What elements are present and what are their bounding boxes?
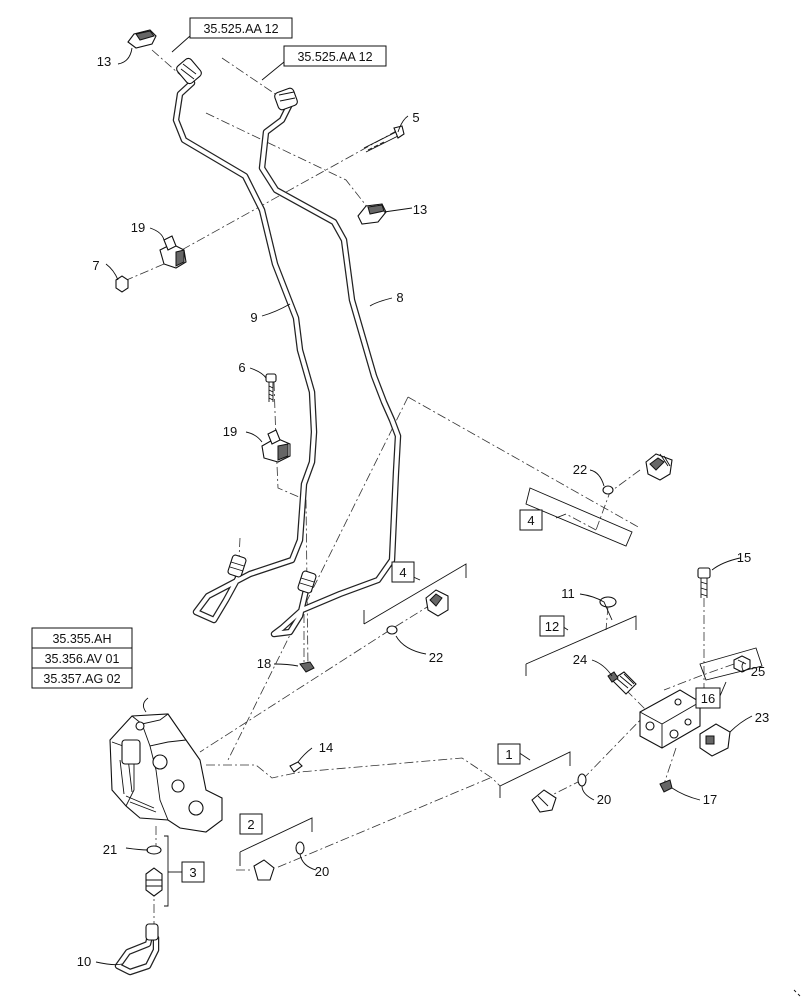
ref-text-top-1[interactable]: 35.525.AA 12 — [203, 22, 278, 36]
connector-22-upper — [602, 453, 673, 495]
kit-outline-16 — [699, 647, 763, 681]
fitting-3 — [145, 867, 163, 897]
callout-1: 1 — [505, 747, 512, 762]
callout-25: 25 — [751, 664, 765, 679]
control-valve — [109, 697, 223, 833]
kit-outline-12 — [525, 615, 637, 676]
callout-22-upper: 22 — [573, 462, 587, 477]
kit-outline-4-lower — [363, 563, 467, 625]
kit-box-12: 12 — [539, 615, 565, 637]
callout-numbers: 13 13 5 19 7 9 8 6 19 22 22 18 15 11 24 … — [77, 54, 769, 969]
connector-22-lower — [386, 589, 449, 635]
ref-text-valve-3[interactable]: 35.357.AG 02 — [43, 672, 120, 686]
switch-23 — [699, 723, 731, 757]
callout-18: 18 — [257, 656, 271, 671]
tube-10 — [114, 923, 160, 976]
bolt-6 — [265, 373, 277, 402]
clip-17 — [659, 779, 673, 793]
cap-13-right — [357, 203, 387, 225]
kit-box-1: 1 — [497, 743, 521, 765]
tube-9 — [172, 79, 318, 624]
callout-22-lower: 22 — [429, 650, 443, 665]
callout-3: 3 — [189, 865, 196, 880]
callout-19-upper: 19 — [131, 220, 145, 235]
ref-text-valve-1[interactable]: 35.355.AH — [52, 632, 111, 646]
callout-6: 6 — [238, 360, 245, 375]
kit-outline-2 — [239, 817, 313, 866]
kit-outline-1 — [499, 751, 571, 798]
relief-valve-24 — [607, 671, 637, 695]
callout-23: 23 — [755, 710, 769, 725]
plug-25 — [733, 655, 751, 673]
elbow-fitting-1 — [531, 773, 587, 813]
ref-text-valve-2[interactable]: 35.356.AV 01 — [45, 652, 120, 666]
corner-mark — [793, 989, 801, 997]
callout-14: 14 — [319, 740, 333, 755]
ref-box-valve[interactable]: 35.355.AH 35.356.AV 01 35.357.AG 02 — [31, 627, 133, 689]
oring-11 — [599, 596, 617, 608]
callout-5: 5 — [412, 110, 419, 125]
callout-13-right: 13 — [413, 202, 427, 217]
callout-17: 17 — [703, 792, 717, 807]
cap-13-top — [127, 29, 157, 49]
bolt-15 — [697, 567, 711, 598]
seal-18 — [299, 661, 315, 673]
tube-9-top-fitting — [176, 57, 202, 85]
callout-9: 9 — [250, 310, 257, 325]
kit-box-4-upper: 4 — [519, 509, 543, 531]
kit-box-4-lower: 4 — [391, 561, 415, 583]
plug-14 — [289, 761, 303, 773]
tube-8 — [258, 100, 402, 638]
callout-19-lower: 19 — [223, 424, 237, 439]
callout-20-right: 20 — [597, 792, 611, 807]
tube-9-end-fitting — [227, 554, 247, 578]
callout-12: 12 — [545, 619, 559, 634]
callout-13-top: 13 — [97, 54, 111, 69]
callout-4-upper: 4 — [527, 513, 534, 528]
clamp-19-lower — [261, 429, 291, 463]
callout-24: 24 — [573, 652, 587, 667]
clamp-19-upper — [159, 235, 187, 269]
callout-4-lower: 4 — [399, 565, 406, 580]
callout-8: 8 — [396, 290, 403, 305]
bolt-5 — [363, 125, 405, 153]
ref-box-top-2[interactable]: 35.525.AA 12 — [283, 45, 387, 67]
ref-text-top-2[interactable]: 35.525.AA 12 — [297, 50, 372, 64]
fitting-2 — [253, 841, 305, 881]
callout-20-lower: 20 — [315, 864, 329, 879]
callout-7: 7 — [92, 258, 99, 273]
kit-box-2: 2 — [239, 813, 263, 835]
centerlines — [121, 49, 735, 930]
callout-21: 21 — [103, 842, 117, 857]
callout-15: 15 — [737, 550, 751, 565]
callout-16: 16 — [701, 691, 715, 706]
callout-2: 2 — [247, 817, 254, 832]
callout-11: 11 — [561, 586, 575, 601]
callout-10: 10 — [77, 954, 91, 969]
kit-box-16: 16 — [695, 687, 721, 709]
tube-8-end-fitting — [297, 570, 317, 594]
tube-8-top-fitting — [274, 87, 298, 111]
manifold-block — [639, 689, 701, 749]
nut-7 — [115, 275, 129, 293]
kit-outline-4-upper — [525, 487, 633, 547]
ref-box-top-1[interactable]: 35.525.AA 12 — [189, 17, 293, 39]
kit-box-3: 3 — [181, 861, 205, 883]
kit-outline-3 — [164, 835, 182, 907]
seal-21 — [146, 845, 162, 855]
